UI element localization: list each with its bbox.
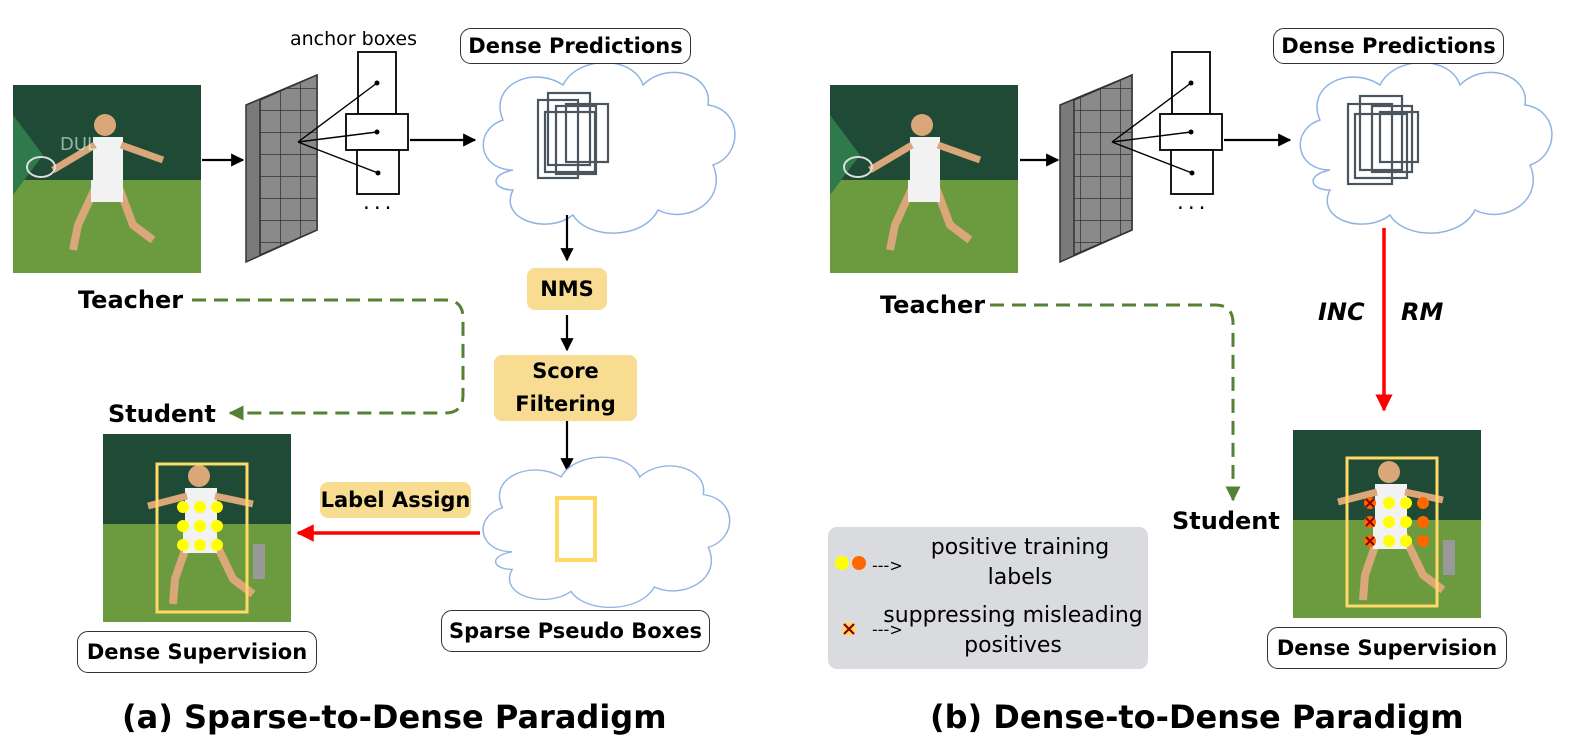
legend-panel: ---> ---> positive training labels suppr… — [828, 527, 1148, 669]
label-assign-box: Label Assign — [320, 482, 471, 518]
dense-predictions-label-right: Dense Predictions — [1273, 28, 1504, 64]
dense-predictions-cloud-left — [482, 61, 736, 234]
legend-positive-text: positive training labels — [930, 535, 1110, 590]
caption-left: (a) Sparse-to-Dense Paradigm — [122, 698, 667, 736]
teacher-to-student-dashed-left — [192, 298, 465, 421]
feature-map-right — [1059, 73, 1133, 264]
suppressed-markers-right — [1364, 497, 1376, 547]
ellipsis-left: ··· — [361, 198, 394, 219]
positive-dots-right — [1383, 497, 1429, 547]
rm-label: RM — [1401, 298, 1444, 326]
teacher-image-left — [13, 85, 201, 273]
teacher-to-student-dashed-right — [990, 303, 1241, 502]
legend-yellow-dot — [835, 556, 849, 570]
inc-label: INC — [1318, 298, 1365, 326]
legend-arrow-2: ---> — [872, 620, 903, 639]
student-label-right: Student — [1172, 507, 1280, 535]
nms-box: NMS — [527, 268, 607, 310]
student-gt-box-right — [1345, 456, 1439, 608]
dense-supervision-label-left: Dense Supervision — [77, 631, 317, 673]
dense-predictions-cloud-right — [1299, 61, 1553, 234]
anchor-lines-right — [1111, 82, 1193, 174]
image-watermark-left: DULES — [60, 134, 120, 155]
score-filtering-box: Score Filtering — [494, 355, 637, 421]
teacher-label-right: Teacher — [880, 291, 986, 319]
student-gt-box-left — [155, 462, 249, 614]
teacher-image-right — [830, 85, 1018, 273]
sparse-pseudo-box — [555, 496, 597, 562]
student-label-left: Student — [108, 400, 216, 428]
caption-right: (b) Dense-to-Dense Paradigm — [930, 698, 1464, 736]
teacher-label-left: Teacher — [78, 286, 184, 314]
dense-predictions-label-left: Dense Predictions — [460, 28, 691, 64]
positive-dots-left — [177, 501, 223, 551]
feature-map-left — [245, 73, 318, 264]
predicted-boxes-right — [1346, 94, 1420, 186]
legend-suppressing-text: suppressing misleading positives — [883, 603, 1143, 658]
legend-orange-dot — [852, 556, 866, 570]
predicted-boxes-left — [536, 91, 610, 180]
anchor-lines-left — [297, 82, 379, 174]
sparse-pseudo-cloud — [482, 456, 731, 609]
legend-arrow-1: ---> — [872, 556, 903, 575]
dense-supervision-label-right: Dense Supervision — [1267, 627, 1507, 669]
sparse-pseudo-boxes-label: Sparse Pseudo Boxes — [441, 610, 710, 652]
ellipsis-right: ··· — [1175, 198, 1208, 219]
anchor-boxes-label-left: anchor boxes — [290, 28, 417, 50]
